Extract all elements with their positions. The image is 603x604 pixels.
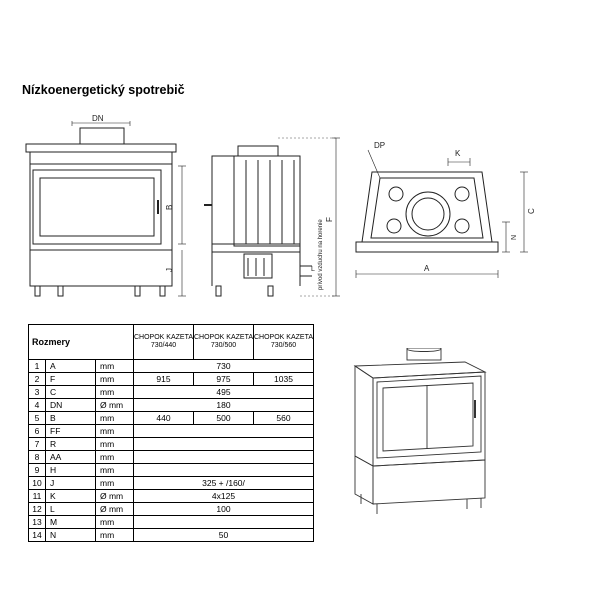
row-value: 915 — [133, 372, 194, 386]
row-unit: mm — [95, 476, 134, 490]
row-unit: mm — [95, 463, 134, 477]
row-value: 1035 — [253, 372, 314, 386]
row-value-merged — [133, 437, 314, 451]
row-label: J — [45, 476, 96, 490]
row-value-merged: 495 — [133, 385, 314, 399]
row-label: AA — [45, 450, 96, 464]
row-unit: mm — [95, 450, 134, 464]
row-value-merged — [133, 463, 314, 477]
row-unit: Ø mm — [95, 502, 134, 516]
row-number: 1 — [28, 359, 46, 373]
row-label: N — [45, 528, 96, 542]
header-col-730-500: CHOPOK KAZETA 730/500 — [193, 324, 254, 360]
row-value: 440 — [133, 411, 194, 425]
row-number: 13 — [28, 515, 46, 529]
top-label-k: K — [455, 149, 461, 158]
side-view-drawing — [204, 137, 340, 297]
front-view-drawing — [25, 121, 186, 297]
top-view-drawing — [355, 149, 528, 278]
row-value-merged — [133, 515, 314, 529]
top-label-n: N — [511, 235, 518, 240]
row-value-merged: 4x125 — [133, 489, 314, 503]
row-number: 12 — [28, 502, 46, 516]
row-unit: mm — [95, 411, 134, 425]
row-label: H — [45, 463, 96, 477]
front-label-dn: DN — [92, 114, 104, 123]
row-label: F — [45, 372, 96, 386]
row-label: M — [45, 515, 96, 529]
header-col-730-440: CHOPOK KAZETA 730/440 — [133, 324, 194, 360]
top-label-a: A — [424, 264, 430, 273]
fireplace-insert-illustration — [353, 348, 487, 514]
side-label-f: F — [325, 217, 334, 222]
row-number: 7 — [28, 437, 46, 451]
row-number: 4 — [28, 398, 46, 412]
row-value-merged: 325 + /160/ — [133, 476, 314, 490]
row-value: 975 — [193, 372, 254, 386]
row-unit: mm — [95, 372, 134, 386]
page-title: Nízkoenergetický spotrebič — [22, 83, 185, 97]
row-label: A — [45, 359, 96, 373]
row-number: 9 — [28, 463, 46, 477]
row-number: 3 — [28, 385, 46, 399]
side-label-air: prívod vzduchu na horenie — [318, 219, 324, 290]
row-number: 2 — [28, 372, 46, 386]
row-unit: Ø mm — [95, 489, 134, 503]
row-value: 560 — [253, 411, 314, 425]
row-number: 10 — [28, 476, 46, 490]
row-label: C — [45, 385, 96, 399]
row-number: 6 — [28, 424, 46, 438]
row-unit: mm — [95, 515, 134, 529]
row-label: L — [45, 502, 96, 516]
row-value: 500 — [193, 411, 254, 425]
header-col-730-560: CHOPOK KAZETA 730/560 — [253, 324, 314, 360]
front-label-j: J — [165, 268, 174, 272]
row-number: 11 — [28, 489, 46, 503]
dimensions-table: Rozmery CHOPOK KAZETA 730/440 CHOPOK KAZ… — [28, 324, 314, 542]
row-value-merged — [133, 424, 314, 438]
row-value-merged: 100 — [133, 502, 314, 516]
row-label: B — [45, 411, 96, 425]
row-label: DN — [45, 398, 96, 412]
front-label-b: B — [165, 205, 174, 210]
table-header-row: Rozmery CHOPOK KAZETA 730/440 CHOPOK KAZ… — [28, 324, 314, 360]
row-value-merged: 50 — [133, 528, 314, 542]
row-value-merged — [133, 450, 314, 464]
header-rozmery: Rozmery — [28, 324, 134, 360]
row-label: FF — [45, 424, 96, 438]
top-label-c: C — [527, 208, 536, 214]
row-value-merged: 180 — [133, 398, 314, 412]
row-label: K — [45, 489, 96, 503]
row-unit: mm — [95, 385, 134, 399]
technical-drawings: DN B J L F prívod vzduchu na horenie — [25, 114, 536, 297]
row-number: 5 — [28, 411, 46, 425]
row-unit: mm — [95, 437, 134, 451]
row-value-merged: 730 — [133, 359, 314, 373]
row-unit: mm — [95, 424, 134, 438]
side-label-l: L — [311, 266, 315, 273]
row-number: 14 — [28, 528, 46, 542]
top-label-dp: DP — [374, 141, 385, 150]
row-label: R — [45, 437, 96, 451]
row-unit: mm — [95, 528, 134, 542]
row-number: 8 — [28, 450, 46, 464]
row-unit: Ø mm — [95, 398, 134, 412]
row-unit: mm — [95, 359, 134, 373]
